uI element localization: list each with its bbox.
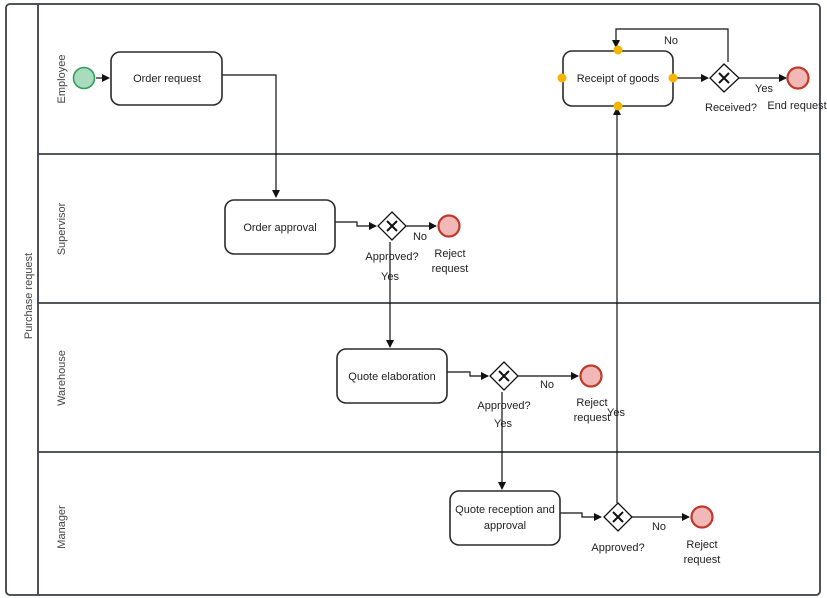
gateway-manager-label: Approved? (591, 542, 644, 554)
task-quote-reception[interactable]: Quote reception and approval (449, 490, 561, 546)
task-receipt-of-goods[interactable]: Receipt of goods (562, 50, 674, 107)
flow-label-manager-no: No (652, 521, 666, 533)
gateway-supervisor[interactable] (377, 211, 407, 241)
pool-label: Purchase request (23, 253, 35, 339)
flow-label-supervisor-no: No (413, 231, 427, 243)
flow-label-received-no: No (664, 35, 678, 47)
flow-order-request-to-approval (222, 74, 280, 198)
task-order-approval-label: Order approval (243, 222, 316, 234)
reject-manager-label-line2: request (684, 554, 721, 566)
selection-handle-left[interactable] (557, 73, 567, 83)
reject-manager-label-line1: Reject (686, 539, 717, 551)
flow-label-supervisor-yes: Yes (381, 271, 399, 283)
flow-received-no (612, 28, 729, 62)
end-event-reject-manager[interactable] (690, 505, 714, 529)
gateway-received[interactable] (709, 63, 740, 93)
end-event-reject-warehouse[interactable] (579, 364, 603, 388)
task-quote-elaboration-label: Quote elaboration (348, 371, 435, 383)
flow-label-warehouse-no: No (540, 379, 554, 391)
gateway-warehouse[interactable] (489, 361, 519, 391)
gateway-manager[interactable] (603, 502, 633, 532)
reject-supervisor-label-line2: request (432, 263, 469, 275)
selection-handle-right[interactable] (668, 73, 678, 83)
flow-label-warehouse-yes: Yes (494, 418, 512, 430)
lane-label-manager: Manager (56, 505, 68, 549)
lane-label-warehouse: Warehouse (56, 350, 68, 406)
reject-warehouse-label-line1: Reject (576, 397, 607, 409)
task-order-approval[interactable]: Order approval (224, 199, 336, 255)
lane-label-employee: Employee (56, 55, 68, 104)
end-event-reject-supervisor[interactable] (437, 214, 461, 238)
pool-frame (5, 3, 821, 596)
selection-handle-top[interactable] (613, 45, 623, 55)
flow-label-received-yes: Yes (755, 83, 773, 95)
end-event-request-label: End request (767, 100, 826, 112)
task-quote-elaboration[interactable]: Quote elaboration (336, 348, 448, 404)
end-event-request[interactable] (786, 66, 810, 90)
task-receipt-of-goods-label: Receipt of goods (577, 73, 660, 85)
gateway-warehouse-label: Approved? (477, 400, 530, 412)
gateway-supervisor-label: Approved? (365, 251, 418, 263)
task-quote-reception-label-line2: approval (484, 520, 526, 532)
task-order-request-label: Order request (133, 73, 201, 85)
flow-order-approval-to-gateway (335, 221, 377, 230)
flow-quote-reception-to-gateway (560, 512, 602, 521)
flow-label-manager-yes: Yes (607, 407, 625, 419)
selection-handle-bottom[interactable] (613, 101, 623, 111)
gateway-received-label: Received? (705, 102, 757, 114)
start-event[interactable] (72, 66, 96, 90)
task-order-request[interactable]: Order request (110, 51, 223, 106)
reject-warehouse-label-line2: request (574, 412, 611, 424)
task-quote-reception-label-line1: Quote reception and (455, 504, 555, 516)
flow-quote-to-gateway (447, 371, 489, 380)
reject-supervisor-label-line1: Reject (434, 248, 465, 260)
lane-label-supervisor: Supervisor (56, 202, 68, 255)
